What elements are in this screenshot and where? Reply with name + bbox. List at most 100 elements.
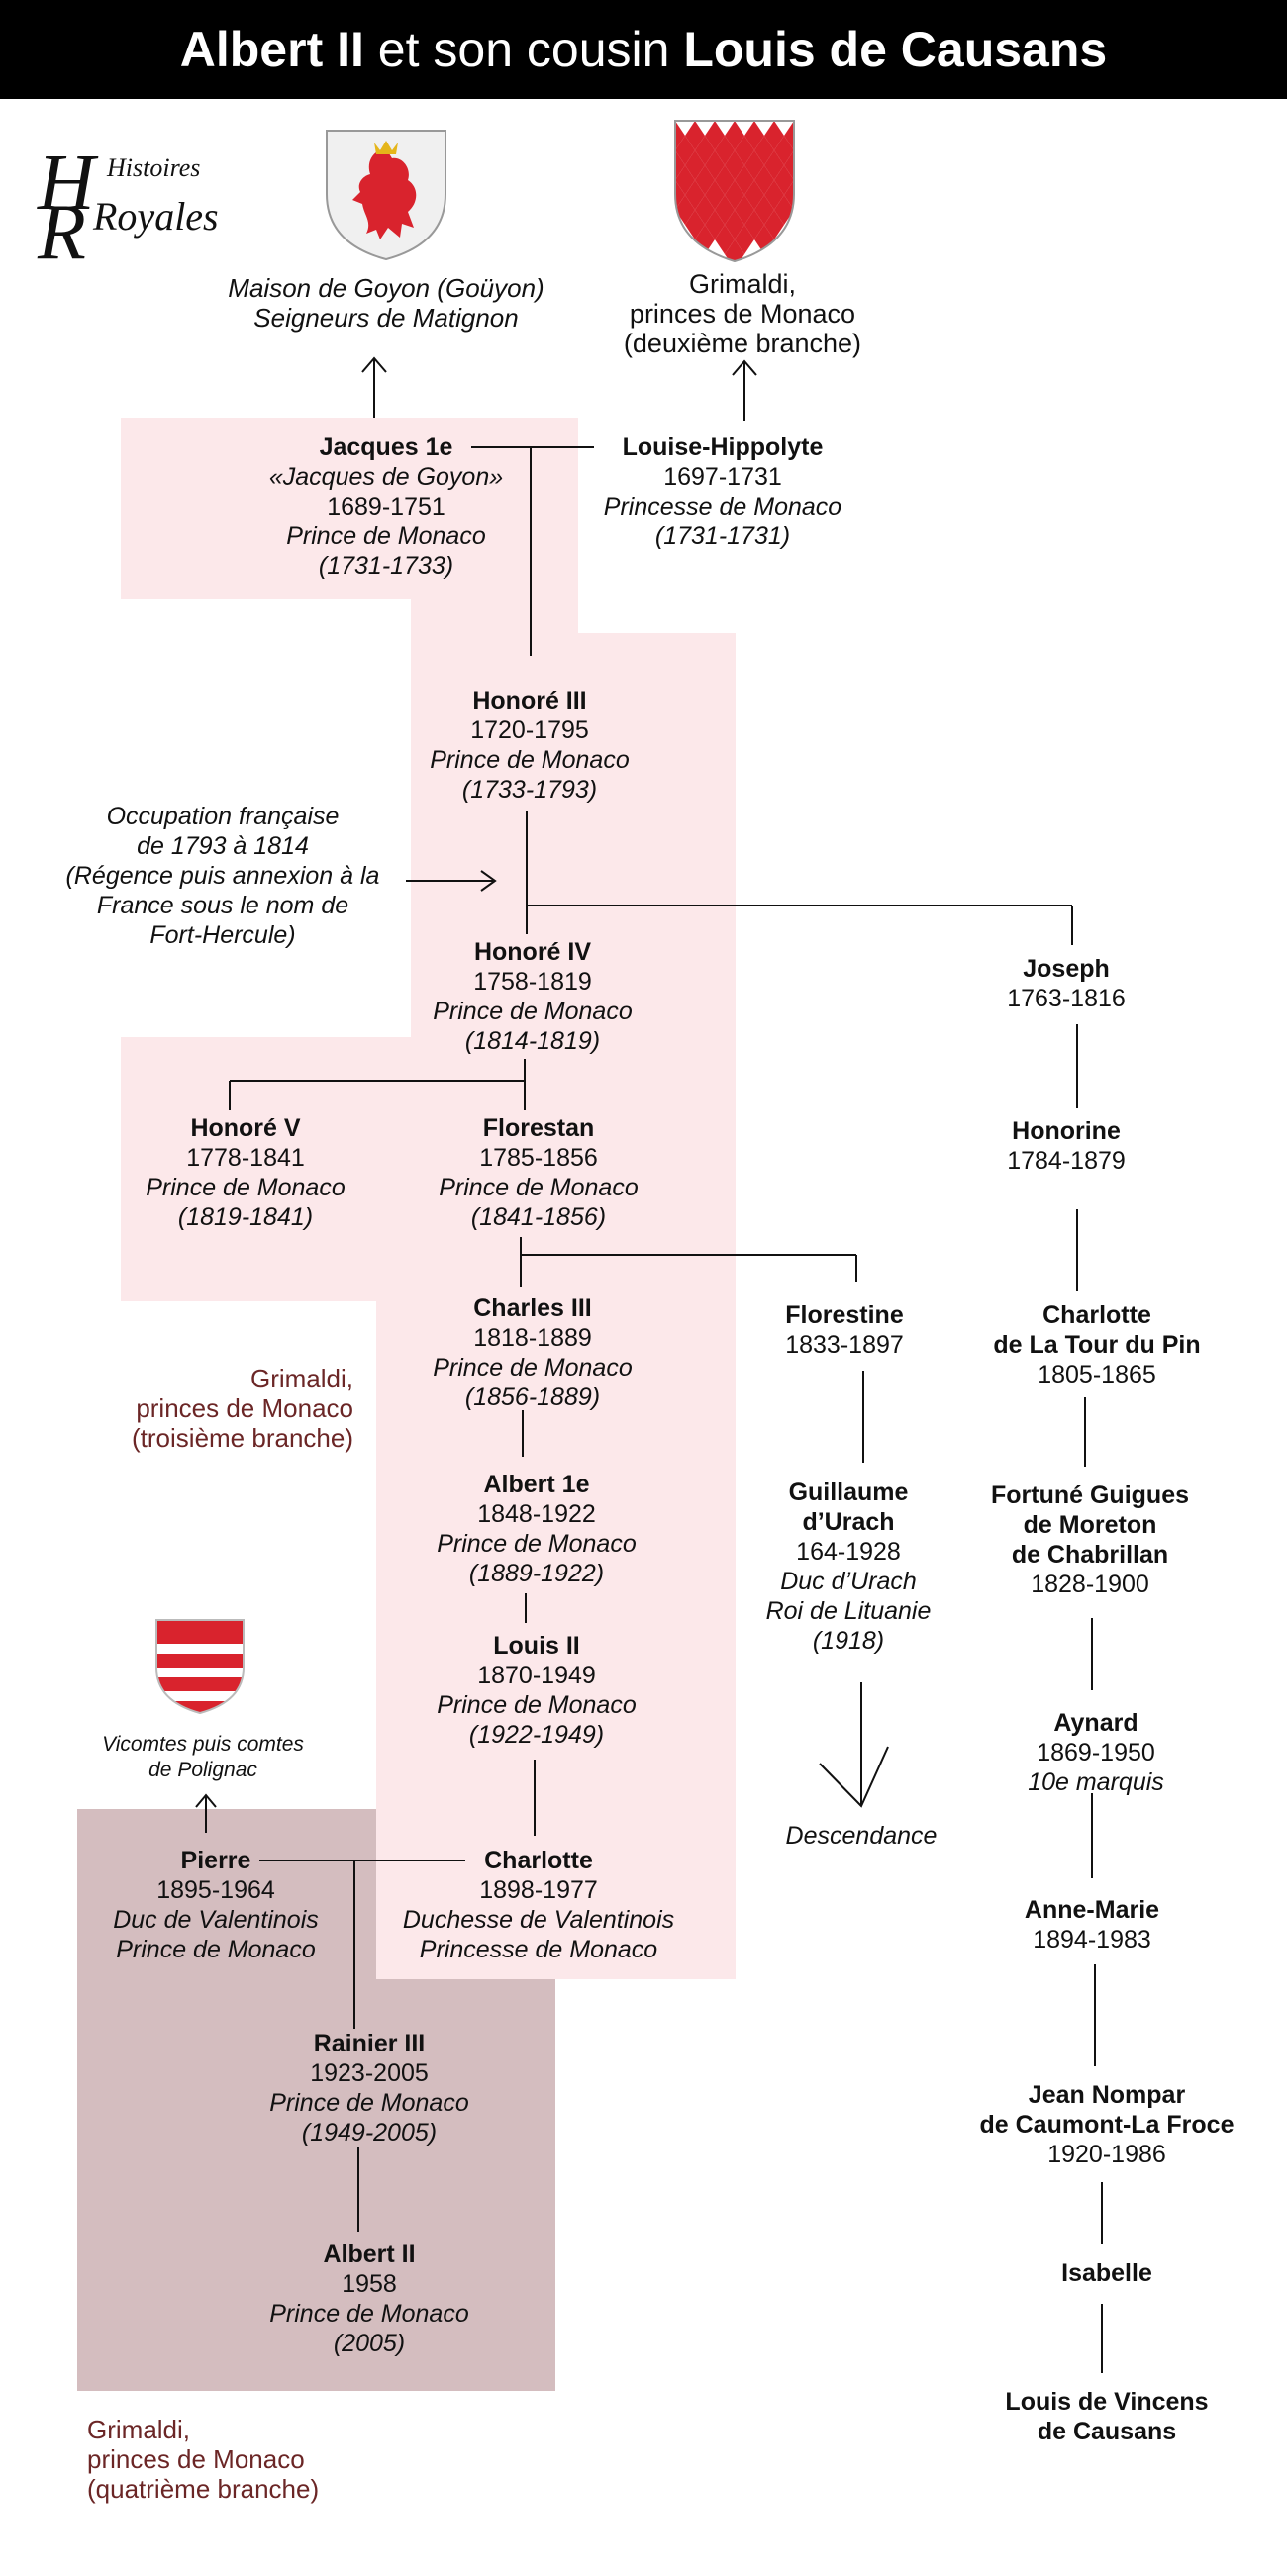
person-title-2: Prince de Monaco <box>116 1936 316 1963</box>
branch-3-line-2: princes de Monaco <box>136 1393 353 1423</box>
occupation-line-4: France sous le nom de <box>96 892 349 919</box>
person-name: Louis II <box>493 1632 580 1660</box>
region-branch2-column <box>411 633 736 1039</box>
person-dates: 1898-1977 <box>479 1876 598 1904</box>
title-part-3: Louis de Causans <box>683 22 1108 77</box>
person-name: Florestan <box>482 1114 595 1142</box>
person-name: Albert II <box>323 2241 416 2268</box>
person-alias: «Jacques de Goyon» <box>268 463 504 491</box>
occupation-line-3: (Régence puis annexion à la <box>65 862 380 890</box>
person-title: Prince de Monaco <box>433 1354 633 1382</box>
person-name: Pierre <box>180 1847 251 1874</box>
person-title: Duc d’Urach <box>780 1568 917 1595</box>
person-name: Jacques 1e <box>319 433 453 461</box>
person-name-2: de Caumont-La Froce <box>979 2111 1235 2139</box>
person-name-2: d’Urach <box>802 1508 895 1536</box>
person-dates: 1923-2005 <box>310 2059 429 2087</box>
person-name: Honoré V <box>190 1114 301 1142</box>
title-part-1: Albert II <box>179 22 364 77</box>
title-part-2: et son cousin <box>363 22 684 77</box>
person-title: Prince de Monaco <box>437 1691 637 1719</box>
logo-line-1: Histoires <box>107 153 201 182</box>
house-polignac-line-1: Vicomtes puis comtes <box>102 1733 304 1756</box>
occupation-note: Occupation française de 1793 à 1814 (Rég… <box>40 802 406 950</box>
branch-4-line-1: Grimaldi, <box>87 2415 191 2444</box>
person-charles-3: Charles III 1818-1889 Prince de Monaco (… <box>345 1293 721 1412</box>
person-guillaume-urach: Guillaume d’Urach 164-1928 Duc d’Urach R… <box>660 1478 1037 1656</box>
person-reign: (1731-1731) <box>654 523 791 550</box>
person-reign: (1733-1793) <box>461 776 598 804</box>
house-goyon-caption: Maison de Goyon (Goüyon) Seigneurs de Ma… <box>188 273 584 333</box>
person-pierre: Pierre 1895-1964 Duc de Valentinois Prin… <box>28 1846 404 1964</box>
region-branch2-main <box>411 599 578 633</box>
person-title-2: Roi de Lituanie <box>765 1597 932 1625</box>
person-louis-de-causans: Louis de Vincens de Causans <box>919 2387 1287 2446</box>
person-dates: 1689-1751 <box>327 493 446 521</box>
person-reign: (1949-2005) <box>301 2119 438 2147</box>
person-name: Louis de Vincens <box>1005 2388 1209 2416</box>
person-name: Joseph <box>1023 955 1110 983</box>
person-dates: 1828-1900 <box>1031 1571 1149 1598</box>
person-name: Charles III <box>473 1294 592 1322</box>
person-florestan: Florestan 1785-1856 Prince de Monaco (18… <box>350 1113 727 1232</box>
person-dates: 164-1928 <box>796 1538 901 1566</box>
region-branch4-lower <box>77 1987 555 2391</box>
person-name-2: de La Tour du Pin <box>993 1331 1201 1359</box>
person-reign: (1889-1922) <box>468 1560 605 1587</box>
person-reign: (1731-1733) <box>318 552 454 580</box>
person-louis-2: Louis II 1870-1949 Prince de Monaco (192… <box>348 1631 725 1750</box>
person-title: Prince de Monaco <box>286 523 486 550</box>
person-rainier-3: Rainier III 1923-2005 Prince de Monaco (… <box>181 2029 557 2147</box>
person-title: Duchesse de Valentinois <box>402 1906 675 1934</box>
person-jean-nompar: Jean Nompar de Caumont-La Froce 1920-198… <box>919 2080 1287 2169</box>
person-reign: (1918) <box>812 1627 885 1655</box>
person-jacques-1: Jacques 1e «Jacques de Goyon» 1689-1751 … <box>198 432 574 581</box>
person-title: Prince de Monaco <box>433 998 633 1025</box>
person-name: Jean Nompar <box>1028 2081 1186 2109</box>
person-title: Prince de Monaco <box>437 1530 637 1558</box>
person-name: Charlotte <box>1042 1301 1151 1329</box>
grimaldi-shield-icon <box>674 120 795 263</box>
branch-4-line-2: princes de Monaco <box>87 2444 305 2474</box>
person-reign: (1814-1819) <box>464 1027 601 1055</box>
person-title: Prince de Monaco <box>430 746 630 774</box>
person-title: Duc de Valentinois <box>113 1906 319 1934</box>
house-grimaldi2-line-2: princes de Monaco <box>629 299 856 329</box>
logo-initial-h: H <box>38 140 95 227</box>
person-isabelle: Isabelle <box>919 2258 1287 2288</box>
person-dates: 1895-1964 <box>156 1876 275 1904</box>
occupation-line-2: de 1793 à 1814 <box>137 832 309 860</box>
person-dates: 1833-1897 <box>785 1331 904 1359</box>
person-title: Prince de Monaco <box>439 1174 639 1201</box>
person-name: Aynard <box>1053 1709 1138 1737</box>
person-name: Honorine <box>1012 1117 1121 1145</box>
branch-3-line-3: (troisième branche) <box>132 1423 353 1453</box>
occupation-line-5: Fort-Hercule) <box>149 921 296 949</box>
person-name: Guillaume <box>788 1479 909 1506</box>
person-dates: 1785-1856 <box>479 1144 598 1172</box>
polignac-shield-icon <box>155 1619 245 1715</box>
person-title: Prince de Monaco <box>146 1174 346 1201</box>
person-dates: 1894-1983 <box>1033 1926 1151 1954</box>
person-charlotte-la-tour-du-pin: Charlotte de La Tour du Pin 1805-1865 <box>909 1300 1285 1389</box>
person-dates: 1805-1865 <box>1038 1361 1156 1388</box>
person-name: Rainier III <box>313 2030 426 2057</box>
goyon-shield-icon <box>326 130 446 261</box>
person-name: Isabelle <box>1061 2259 1152 2287</box>
person-honore-5: Honoré V 1778-1841 Prince de Monaco (181… <box>57 1113 434 1232</box>
branch-3-label: Grimaldi, princes de Monaco (troisième b… <box>94 1364 353 1453</box>
branch-3-line-1: Grimaldi, <box>249 1364 353 1393</box>
person-dates: 1958 <box>342 2270 397 2298</box>
region-branch4 <box>77 1809 376 1821</box>
house-grimaldi2-caption: Grimaldi, princes de Monaco (deuxième br… <box>554 269 931 358</box>
person-name: Honoré IV <box>473 938 592 966</box>
person-dates: 1720-1795 <box>470 716 589 744</box>
person-honorine: Honorine 1784-1879 <box>878 1116 1254 1176</box>
person-louise-hippolyte: Louise-Hippolyte 1697-1731 Princesse de … <box>535 432 911 551</box>
person-charlotte: Charlotte 1898-1977 Duchesse de Valentin… <box>350 1846 727 1964</box>
person-dates: 1763-1816 <box>1007 985 1126 1012</box>
person-dates: 1848-1922 <box>477 1500 596 1528</box>
descendance-label: Descendance <box>785 1822 938 1850</box>
logo-line-2: Royales <box>93 193 219 239</box>
